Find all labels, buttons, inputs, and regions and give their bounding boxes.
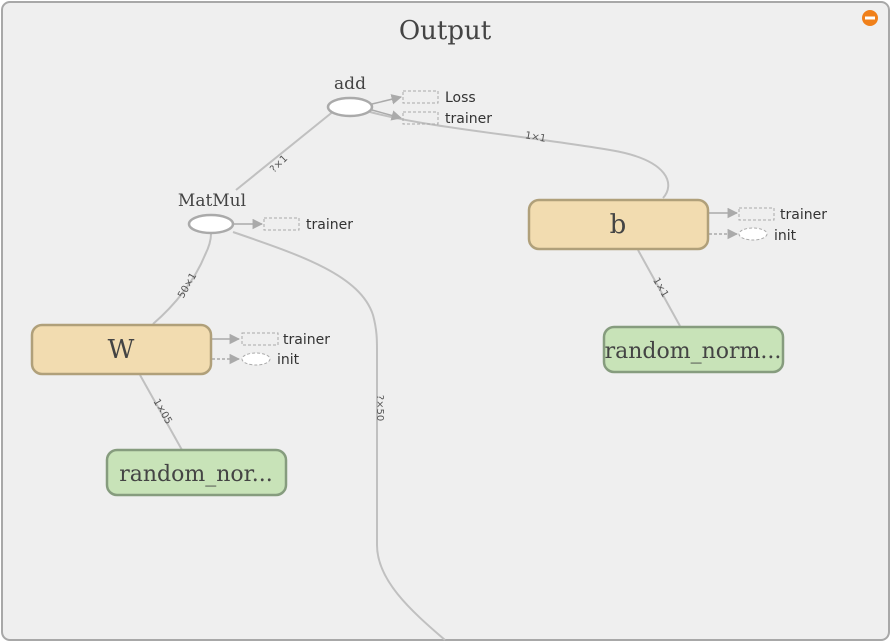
node-matmul-label: MatMul (178, 191, 246, 211)
node-w[interactable]: W (30, 323, 213, 376)
matmul-outputs: trainer (234, 217, 353, 233)
node-b-label: b (610, 210, 627, 240)
edge-winit-w (139, 374, 183, 451)
node-w-label: W (108, 335, 135, 365)
add-loss-label: Loss (445, 90, 476, 106)
edge-label-w-matmul: 50×1 (176, 271, 199, 300)
w-init-stub[interactable] (241, 352, 271, 366)
loss-stub[interactable] (402, 90, 439, 104)
edge-label-binit-b: 1×1 (650, 276, 670, 300)
node-w-init[interactable]: random_nor... (105, 448, 288, 497)
w-trainer-label: trainer (283, 332, 330, 348)
node-b[interactable]: b (527, 198, 710, 251)
b-trainer-label: trainer (780, 207, 827, 223)
edge-b-add (369, 111, 670, 199)
edge-w-matmul (152, 233, 212, 325)
node-b-init[interactable]: random_norm... (602, 325, 785, 374)
edge-input-matmul (232, 231, 446, 641)
b-outputs: trainer init (709, 207, 827, 244)
edge-binit-b (637, 249, 681, 327)
edge-matmul-add (235, 105, 341, 191)
node-w-init-label: random_nor... (119, 462, 272, 487)
node-matmul[interactable]: MatMul (178, 191, 246, 235)
add-trainer-label: trainer (445, 111, 492, 127)
edge-label-matmul-add: ?×1 (268, 153, 290, 175)
w-init-label: init (277, 352, 300, 368)
add-trainer-stub[interactable] (402, 111, 439, 125)
node-add-label: add (334, 74, 366, 94)
edge-label-b-add: 1×1 (524, 130, 547, 144)
b-init-stub[interactable] (738, 227, 768, 241)
matmul-trainer-label: trainer (306, 217, 353, 233)
w-outputs: trainer init (212, 332, 330, 368)
b-init-label: init (774, 228, 797, 244)
edge-label-input-matmul: ?×50 (374, 395, 385, 421)
node-b-init-label: random_norm... (605, 339, 782, 364)
minus-circle-icon[interactable] (862, 10, 878, 26)
node-add[interactable]: add (326, 74, 374, 118)
edge-label-winit-w: 1×05 (151, 397, 174, 426)
b-trainer-stub[interactable] (738, 207, 775, 221)
matmul-trainer-stub[interactable] (263, 217, 300, 231)
group-title: Output (399, 16, 492, 46)
add-outputs: Loss trainer (371, 90, 492, 127)
w-trainer-stub[interactable] (241, 332, 279, 346)
